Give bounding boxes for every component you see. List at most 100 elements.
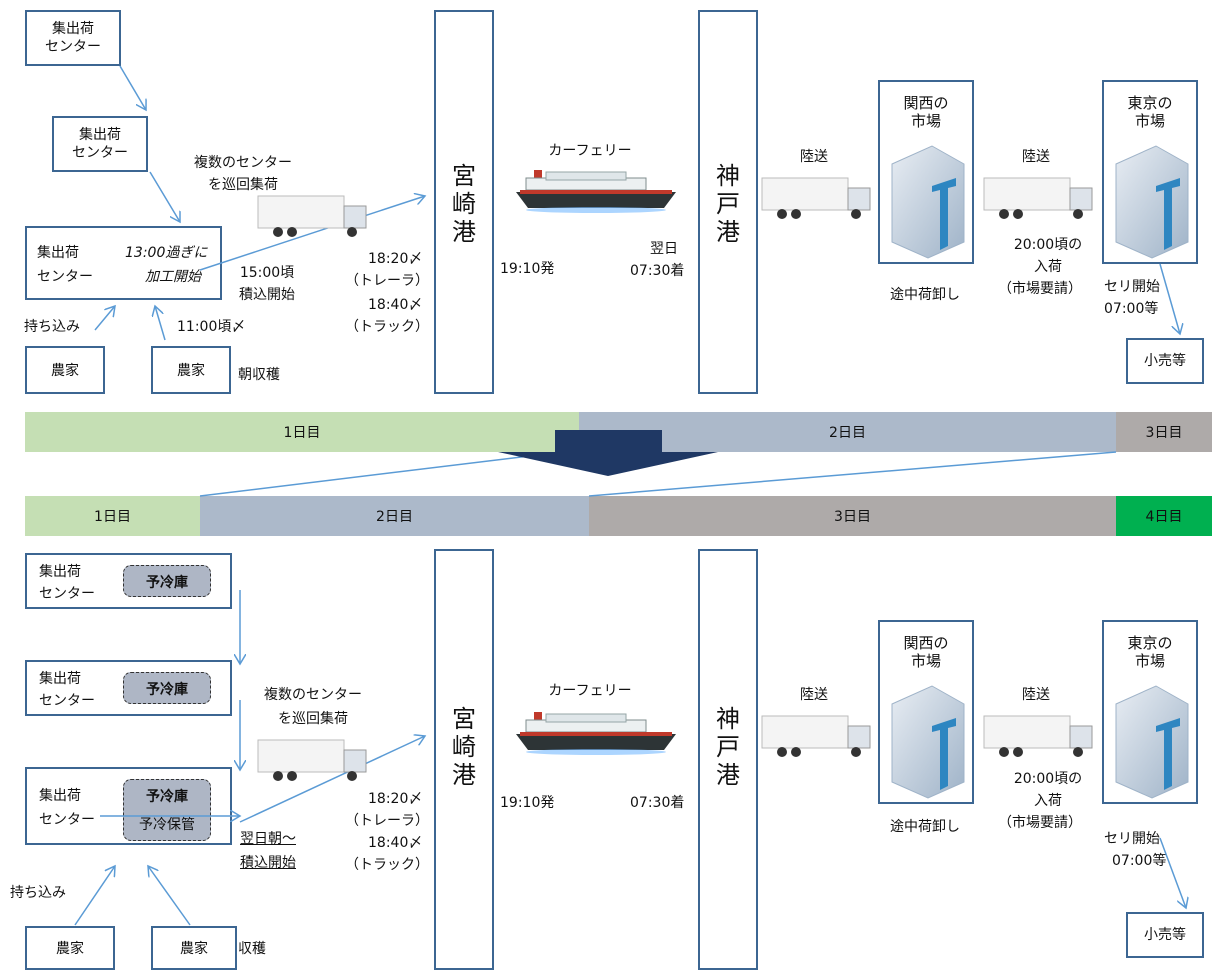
truck-label: （トラック） [345,319,429,335]
retail-label: 小売等 [1144,353,1186,369]
arrive-day: 翌日 [650,241,678,257]
processing-note-line2: 加工開始 [145,269,201,285]
collect-note-line1: 複数のセンター [194,155,292,171]
port-char: 港 [452,218,476,246]
trailer-label: （トレーラ） [345,813,429,829]
port-char: 戸 [716,733,740,761]
arrow [149,171,180,222]
day-3-bar: 3日目 [589,496,1116,536]
auction-time: 07:00等 [1104,301,1159,317]
farmer-label: 農家 [56,941,84,957]
port-char: 崎 [452,733,476,761]
load-start-line2: 積込開始 [240,855,296,871]
farmer-label: 農家 [177,363,205,379]
port-name: 神 戸 港 [700,162,756,246]
center-label-line2: センター [39,693,95,709]
trailer-deadline: 18:20〆 [368,791,423,807]
truck-deadline: 18:40〆 [368,835,423,851]
building-icon [891,685,965,799]
market-label-line2: 市場 [1134,652,1165,670]
arrival-note-line1: 20:00頃の [1013,237,1083,253]
port-char: 宮 [452,162,476,190]
trailer-deadline: 18:20〆 [368,251,423,267]
arrival-note-line3: （市場要請） [998,281,1082,297]
retail-box: 小売等 [1126,912,1204,958]
arrow [119,65,146,110]
depart-time: 19:10発 [500,795,555,811]
ferry-icon [516,170,676,213]
center-label-line2: センター [39,586,95,602]
transition-arrow-icon [498,430,718,476]
arrow [148,866,191,926]
center-label-line1: 集出荷 [39,564,81,580]
load-start-line1: 翌日朝～ [240,831,296,847]
load-start-line2: 積込開始 [239,287,295,303]
morning-harvest-label: 朝収穫 [238,367,280,383]
arrival-note-line3: （市場要請） [998,815,1082,831]
port-kobe: 神 戸 港 [698,10,758,394]
arrow [155,306,166,341]
farmer-box-a: 農家 [25,926,115,970]
precool-label: 予冷庫 [146,789,188,805]
center-label-line2: センター [39,812,95,828]
auction-time: 07:00等 [1112,853,1167,869]
arrow [239,736,425,823]
truck-icon [761,715,871,757]
day-2-bar: 2日目 [200,496,589,536]
port-char: 崎 [452,190,476,218]
center-label-line2: センター [37,269,93,285]
collection-center-1: 集出荷 センター 予冷庫 [25,553,232,609]
collection-center-1: 集出荷 センター [25,10,121,66]
ferry-icon [516,712,676,755]
center-label-line2: センター [72,145,128,161]
precool-box: 予冷庫 [123,672,211,704]
bring-in-label: 持ち込み [10,885,66,901]
arrow [94,306,115,331]
arrow [74,866,115,926]
port-char: 港 [716,761,740,789]
land-transport-label-2: 陸送 [1022,687,1050,703]
truck-icon [983,715,1093,757]
market-label-line1: 東京の [1127,634,1173,652]
farmer-box-a: 農家 [25,346,105,394]
collection-center-3: 集出荷 センター 13:00過ぎに 加工開始 [25,226,222,300]
collection-center-2: 集出荷 センター [52,116,148,172]
day-4-bar: 4日目 [1116,496,1212,536]
farmer-label: 農家 [51,363,79,379]
farmer-label: 農家 [180,941,208,957]
arrow [199,196,425,271]
center-label-line2: センター [45,39,101,55]
farmer-box-b: 農家 [151,926,237,970]
day-3-bar: 3日目 [1116,412,1212,452]
retail-box: 小売等 [1126,338,1204,384]
collection-center-3: 集出荷 センター 予冷庫 予冷保管 [25,767,232,845]
arrival-note-line2: 入荷 [1034,259,1062,275]
center-label-line1: 集出荷 [79,127,121,143]
auction-start: セリ開始 [1104,279,1160,295]
unload-label: 途中荷卸し [890,819,960,835]
port-char: 戸 [716,190,740,218]
farmer-box-b: 農家 [151,346,231,394]
collect-note-line1: 複数のセンター [264,687,362,703]
collect-note-line2: を巡回集荷 [278,711,348,727]
port-name: 宮 崎 港 [436,705,492,789]
truck-icon [761,177,871,219]
arrow [1159,837,1186,908]
day-1-bar: 1日目 [25,496,200,536]
port-miyazaki: 宮 崎 港 [434,549,494,970]
load-start-line1: 15:00頃 [239,265,295,281]
arrive-time: 07:30着 [630,795,685,811]
trailer-label: （トレーラ） [345,273,429,289]
arrival-note-line1: 20:00頃の [1013,771,1083,787]
port-char: 宮 [452,705,476,733]
port-kobe: 神 戸 港 [698,549,758,970]
land-transport-label-2: 陸送 [1022,149,1050,165]
building-icon [891,145,965,259]
port-name: 宮 崎 港 [436,162,492,246]
depart-time: 19:10発 [500,261,555,277]
port-miyazaki: 宮 崎 港 [434,10,494,394]
center-label-line1: 集出荷 [52,21,94,37]
harvest-label: 収穫 [238,941,266,957]
day-2-bar: 2日目 [579,412,1116,452]
